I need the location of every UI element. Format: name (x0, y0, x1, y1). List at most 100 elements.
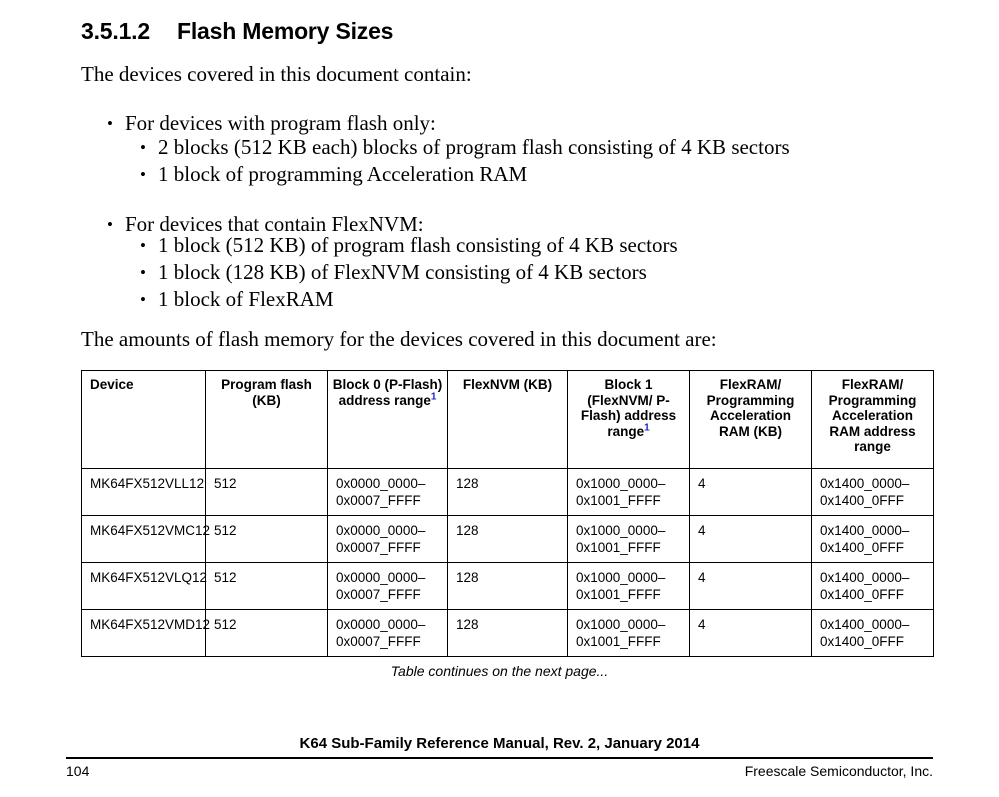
cell-program-flash: 512 (205, 468, 328, 516)
flash-memory-sizes-table: Device Program flash (KB) Block 0 (P-Fla… (81, 370, 934, 657)
cell-flexnvm: 128 (447, 609, 568, 657)
column-header-block0-address-text: Block 0 (P-Flash) address range (332, 377, 443, 408)
bullet-group1-lead: • For devices with program flash only: (107, 110, 436, 137)
cell-program-flash: 512 (205, 609, 328, 657)
bullet-group1-lead-text: For devices with program flash only: (125, 111, 436, 135)
table-row: MK64FX512VMC12 512 0x0000_0000– 0x0007_F… (81, 515, 934, 563)
footer-divider (66, 757, 933, 759)
cell-block0-address-line2: 0x0007_FFFF (336, 493, 421, 508)
column-header-flexnvm: FlexNVM (KB) (447, 370, 568, 469)
cell-flexram-address: 0x1400_0000– 0x1400_0FFF (811, 609, 934, 657)
cell-flexram-address-line2: 0x1400_0FFF (820, 493, 905, 508)
cell-flexnvm: 128 (447, 562, 568, 610)
table-row: MK64FX512VLQ12 512 0x0000_0000– 0x0007_F… (81, 562, 934, 610)
bullet-group2-item-1: • 1 block (128 KB) of FlexNVM consisting … (140, 259, 647, 286)
cell-flexram-address: 0x1400_0000– 0x1400_0FFF (811, 562, 934, 610)
column-header-block1-address-text: Block 1 (FlexNVM/ P-Flash) address range (580, 377, 677, 439)
cell-program-flash: 512 (205, 562, 328, 610)
cell-flexram-address-line1: 0x1400_0000– (820, 570, 910, 585)
cell-block1-address: 0x1000_0000– 0x1001_FFFF (567, 515, 690, 563)
bullet-glyph: • (140, 290, 146, 309)
bullet-group1-item-0: • 2 blocks (512 KB each) blocks of progra… (140, 134, 790, 161)
footer-page-number: 104 (66, 763, 90, 779)
cell-flexram-address-line2: 0x1400_0FFF (820, 587, 905, 602)
column-header-program-flash: Program flash (KB) (205, 370, 328, 469)
table-header-row: Device Program flash (KB) Block 0 (P-Fla… (81, 370, 934, 469)
footer-company-name: Freescale Semiconductor, Inc. (744, 763, 933, 779)
intro-paragraph: The devices covered in this document con… (81, 62, 472, 86)
cell-block1-address-line1: 0x1000_0000– (576, 476, 666, 491)
cell-block0-address: 0x0000_0000– 0x0007_FFFF (327, 609, 448, 657)
cell-block0-address-line2: 0x0007_FFFF (336, 634, 421, 649)
bullet-group2-item-0-text: 1 block (512 KB) of program flash consis… (158, 233, 678, 257)
bullet-glyph: • (140, 236, 146, 255)
bullet-group1-item-0-text: 2 blocks (512 KB each) blocks of program… (158, 135, 790, 159)
section-title: Flash Memory Sizes (177, 18, 394, 44)
bullet-glyph: • (140, 263, 146, 282)
table-row: MK64FX512VLL12 512 0x0000_0000– 0x0007_F… (81, 468, 934, 516)
column-header-device-text: Device (90, 377, 134, 392)
cell-block1-address: 0x1000_0000– 0x1001_FFFF (567, 562, 690, 610)
bullet-group1-item-1-text: 1 block of programming Acceleration RAM (158, 162, 528, 186)
bullet-group2-item-1-text: 1 block (128 KB) of FlexNVM consisting o… (158, 260, 647, 284)
bullet-group2-lead-text: For devices that contain FlexNVM: (125, 212, 424, 236)
cell-block1-address-line1: 0x1000_0000– (576, 523, 666, 538)
column-header-flexram-kb-text: FlexRAM/ Programming Acceleration RAM (K… (706, 377, 795, 439)
amounts-paragraph: The amounts of flash memory for the devi… (81, 327, 717, 351)
cell-flexram-kb: 4 (689, 468, 812, 516)
column-header-block1-address: Block 1 (FlexNVM/ P-Flash) address range… (567, 370, 690, 469)
cell-device: MK64FX512VMC12 (81, 515, 210, 563)
cell-block0-address-line1: 0x0000_0000– (336, 476, 426, 491)
cell-block1-address: 0x1000_0000– 0x1001_FFFF (567, 609, 690, 657)
table-continuation-note: Table continues on the next page... (390, 663, 609, 679)
cell-block0-address-line2: 0x0007_FFFF (336, 587, 421, 602)
column-header-flexram-address-text: FlexRAM/ Programming Acceleration RAM ad… (828, 377, 917, 454)
cell-flexnvm: 128 (447, 515, 568, 563)
bullet-group1-item-1: • 1 block of programming Acceleration RAM (140, 161, 527, 188)
cell-block1-address-line2: 0x1001_FFFF (576, 587, 661, 602)
bullet-glyph: • (140, 165, 146, 184)
cell-flexnvm: 128 (447, 468, 568, 516)
cell-flexram-kb: 4 (689, 562, 812, 610)
cell-flexram-address: 0x1400_0000– 0x1400_0FFF (811, 515, 934, 563)
footnote-marker-1[interactable]: 1 (430, 391, 437, 402)
bullet-glyph: • (140, 138, 146, 157)
cell-block0-address: 0x0000_0000– 0x0007_FFFF (327, 468, 448, 516)
cell-block0-address-line1: 0x0000_0000– (336, 617, 426, 632)
cell-block1-address-line1: 0x1000_0000– (576, 570, 666, 585)
cell-block0-address: 0x0000_0000– 0x0007_FFFF (327, 515, 448, 563)
cell-device: MK64FX512VMD12 (81, 609, 210, 657)
bullet-group2-item-0: • 1 block (512 KB) of program flash consi… (140, 232, 678, 259)
cell-flexram-address-line2: 0x1400_0FFF (820, 634, 905, 649)
cell-block1-address-line2: 0x1001_FFFF (576, 634, 661, 649)
cell-block0-address-line1: 0x0000_0000– (336, 570, 426, 585)
cell-flexram-address-line1: 0x1400_0000– (820, 523, 910, 538)
section-heading: 3.5.1.2 Flash Memory Sizes (81, 18, 393, 45)
bullet-glyph: • (107, 215, 113, 234)
bullet-group2-item-2: •1 block of FlexRAM (140, 286, 334, 313)
cell-device: MK64FX512VLQ12 (81, 562, 207, 610)
cell-flexram-kb: 4 (689, 609, 812, 657)
footer-document-title: K64 Sub-Family Reference Manual, Rev. 2,… (299, 735, 700, 752)
cell-program-flash: 512 (205, 515, 328, 563)
column-header-block0-address: Block 0 (P-Flash) address range1 (327, 370, 448, 469)
footnote-marker-1[interactable]: 1 (644, 422, 650, 433)
cell-block1-address: 0x1000_0000– 0x1001_FFFF (567, 468, 690, 516)
bullet-glyph: • (107, 114, 113, 133)
cell-block1-address-line2: 0x1001_FFFF (576, 540, 661, 555)
cell-flexram-address-line1: 0x1400_0000– (820, 617, 910, 632)
cell-flexram-address-line2: 0x1400_0FFF (820, 540, 905, 555)
cell-block0-address-line1: 0x0000_0000– (336, 523, 426, 538)
cell-block0-address: 0x0000_0000– 0x0007_FFFF (327, 562, 448, 610)
cell-flexram-kb: 4 (689, 515, 812, 563)
column-header-flexram-kb: FlexRAM/ Programming Acceleration RAM (K… (689, 370, 812, 469)
section-number: 3.5.1.2 (81, 18, 150, 44)
cell-flexram-address: 0x1400_0000– 0x1400_0FFF (811, 468, 934, 516)
cell-block1-address-line2: 0x1001_FFFF (576, 493, 661, 508)
cell-flexram-address-line1: 0x1400_0000– (820, 476, 910, 491)
column-header-program-flash-text: Program flash (KB) (221, 377, 312, 408)
table-row: MK64FX512VMD12 512 0x0000_0000– 0x0007_F… (81, 609, 934, 657)
column-header-device: Device (81, 370, 206, 469)
cell-block0-address-line2: 0x0007_FFFF (336, 540, 421, 555)
